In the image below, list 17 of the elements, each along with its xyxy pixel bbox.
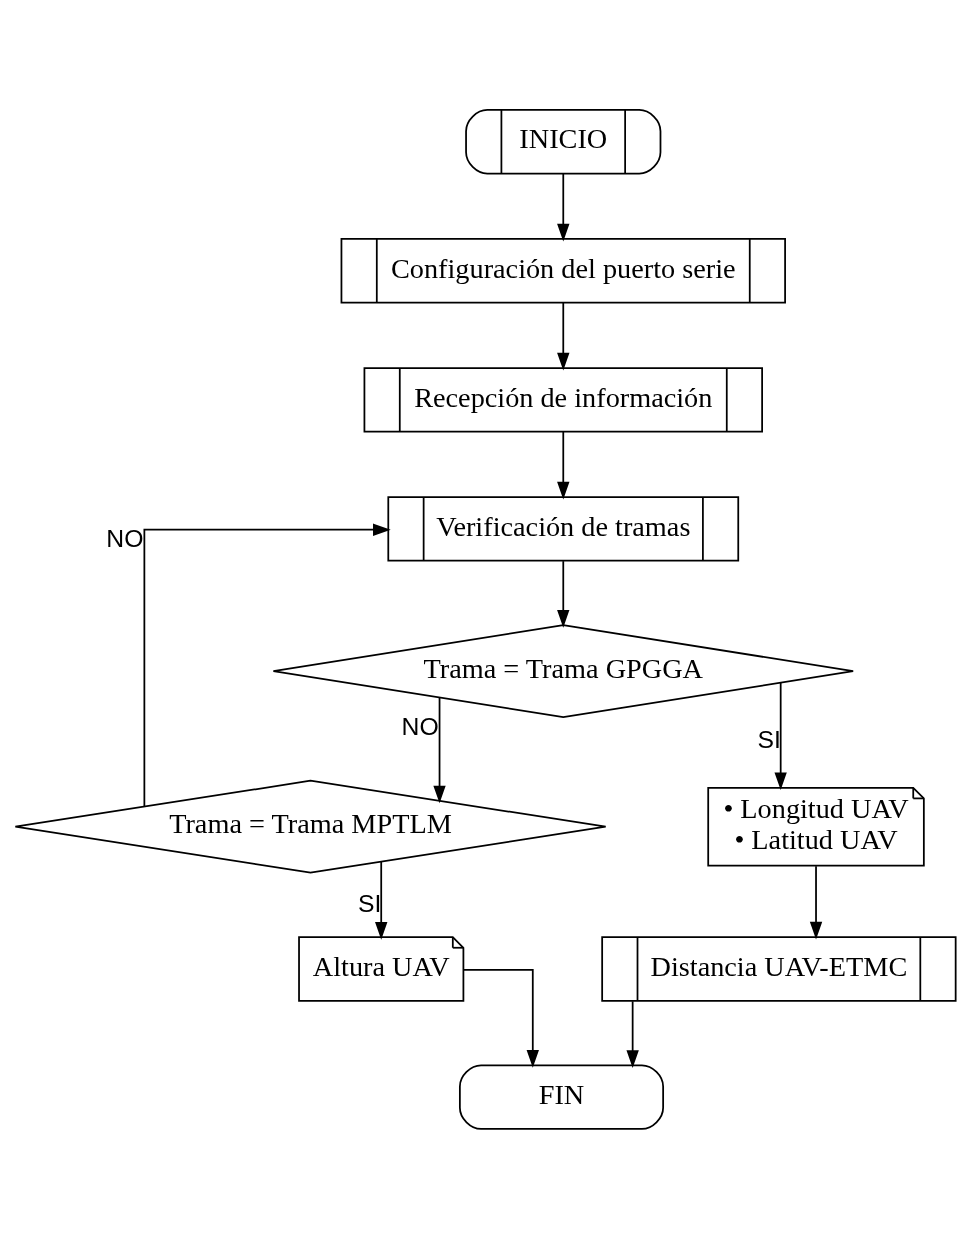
- edge-label: NO: [106, 524, 144, 552]
- arrow: [557, 560, 570, 628]
- arrow: [462, 968, 539, 1068]
- arrow: [557, 301, 570, 371]
- edge-label: SI: [358, 890, 382, 918]
- node-diamond: Trama = Trama MPTLM: [14, 779, 607, 874]
- arrow: [557, 430, 570, 500]
- node-box: FIN: [459, 1064, 665, 1130]
- arrow: [557, 172, 570, 242]
- arrow: [774, 681, 787, 791]
- arrow: [626, 1000, 639, 1068]
- arrow: [433, 696, 446, 804]
- edge-label: SI: [757, 725, 781, 753]
- node-diamond: Trama = Trama GPGGA: [272, 624, 855, 718]
- arrow: [375, 860, 388, 940]
- arrow: [143, 523, 391, 808]
- arrow: [809, 865, 823, 940]
